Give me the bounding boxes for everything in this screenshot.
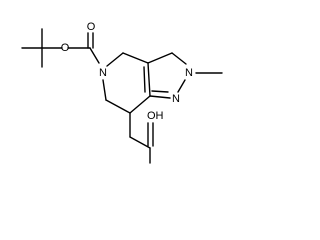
bond-n-to-ch2-top <box>106 52 124 67</box>
bond-n2-to-n1 <box>177 79 186 93</box>
bond-c7-to-c7a <box>129 95 151 114</box>
atom-label-acid-hydroxyl: OH <box>147 110 164 122</box>
bond-c3a-c7a-inner <box>143 66 146 93</box>
bond-c3a-c7a <box>147 62 151 97</box>
bond-ch2-bottom-to-c7 <box>105 99 131 114</box>
chemical-structure: O O N N N O OH <box>21 21 223 164</box>
atom-labels: O O N N N O OH <box>61 21 193 122</box>
bond-c3a-to-c3 <box>147 52 173 64</box>
bonds <box>21 28 223 164</box>
atom-label-pyrazole-nitrogen-methyl: N <box>185 67 193 79</box>
atom-label-pyrazole-nitrogen: N <box>172 93 180 105</box>
bond-ch2-top-to-c3a <box>122 52 149 64</box>
bond-n1-to-c7a <box>149 95 171 99</box>
bond-c3-to-n2 <box>171 52 187 65</box>
bond-ch2-to-acid-carbon <box>129 136 151 149</box>
atom-label-ring-nitrogen: N <box>99 67 107 79</box>
bond-n1-to-c7a-inner <box>151 90 169 93</box>
atom-label-ester-oxygen: O <box>61 42 70 54</box>
bond-n-to-ch2-bottom <box>102 79 107 101</box>
bond-carbonyl-to-nitrogen <box>89 47 100 64</box>
atom-label-carbonyl-oxygen: O <box>87 21 96 33</box>
